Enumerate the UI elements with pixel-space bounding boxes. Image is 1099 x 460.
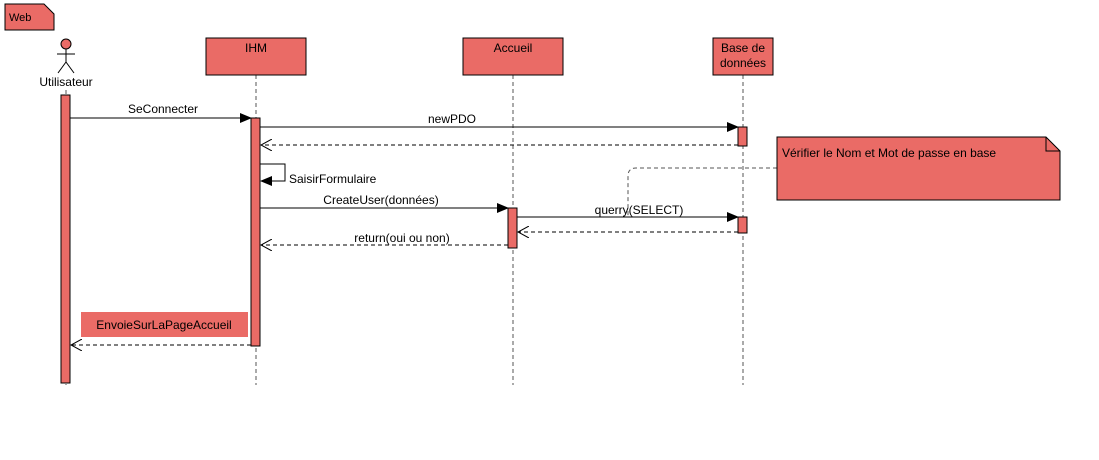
activation-bdd-2 [737, 216, 748, 234]
note-connector [627, 167, 777, 217]
note-verification: Vérifier le Nom et Mot de passe en base [776, 136, 1061, 201]
participant-bdd-label-2: données [720, 56, 766, 70]
activation-utilisateur [60, 94, 71, 384]
actor-utilisateur: Utilisateur [39, 38, 93, 89]
message-saisirformulaire-label: SaisirFormulaire [289, 172, 377, 186]
message-seconnecter-label: SeConnecter [128, 102, 198, 116]
actor-head-icon [60, 38, 72, 50]
message-newpdo: newPDO [260, 112, 739, 132]
participant-bdd-label-1: Base de [721, 41, 765, 55]
participant-ihm-label: IHM [245, 41, 267, 55]
activation-bdd-1 [737, 126, 748, 147]
message-return-accueil: return(oui ou non) [261, 231, 508, 245]
actor-label: Utilisateur [39, 75, 92, 89]
message-createuser: CreateUser(données) [260, 193, 509, 213]
message-seconnecter: SeConnecter [70, 102, 252, 123]
frame-label: Web [4, 3, 55, 31]
note-text: Vérifier le Nom et Mot de passe en base [782, 146, 996, 160]
message-querry: querry(SELECT) [517, 203, 739, 222]
activation-accueil [507, 207, 518, 249]
message-createuser-label: CreateUser(données) [323, 193, 438, 207]
participant-accueil: Accueil [462, 37, 564, 76]
participant-accueil-label: Accueil [494, 41, 533, 55]
message-querry-label: querry(SELECT) [595, 203, 684, 217]
envoie-label-box: EnvoieSurLaPageAccueil [81, 312, 248, 337]
activation-ihm [250, 117, 261, 347]
message-return-accueil-label: return(oui ou non) [354, 231, 449, 245]
message-newpdo-label: newPDO [428, 112, 476, 126]
participant-bdd: Base de données [712, 37, 774, 76]
message-saisirformulaire: SaisirFormulaire [260, 163, 377, 186]
message-envoie-label: EnvoieSurLaPageAccueil [96, 318, 231, 332]
frame-label-text: Web [9, 12, 31, 24]
participant-ihm: IHM [205, 37, 307, 76]
